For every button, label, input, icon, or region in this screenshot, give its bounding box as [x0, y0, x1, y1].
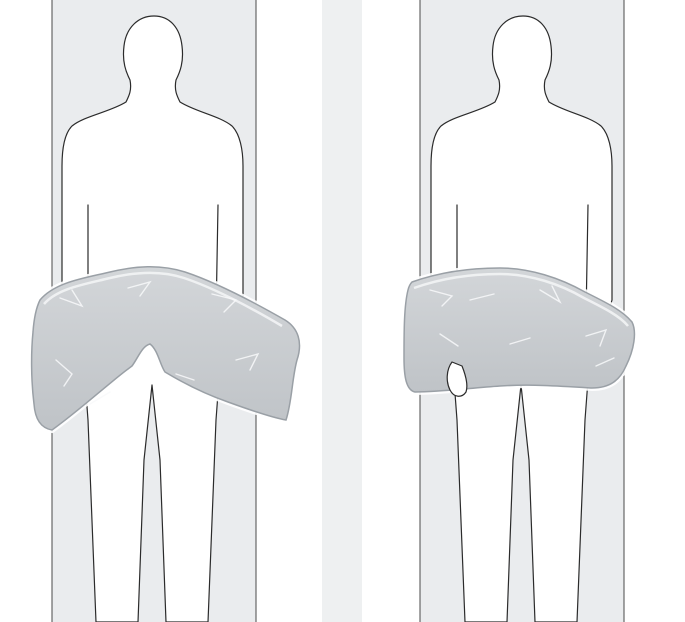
left-panel — [0, 0, 322, 622]
right-panel — [362, 0, 685, 622]
